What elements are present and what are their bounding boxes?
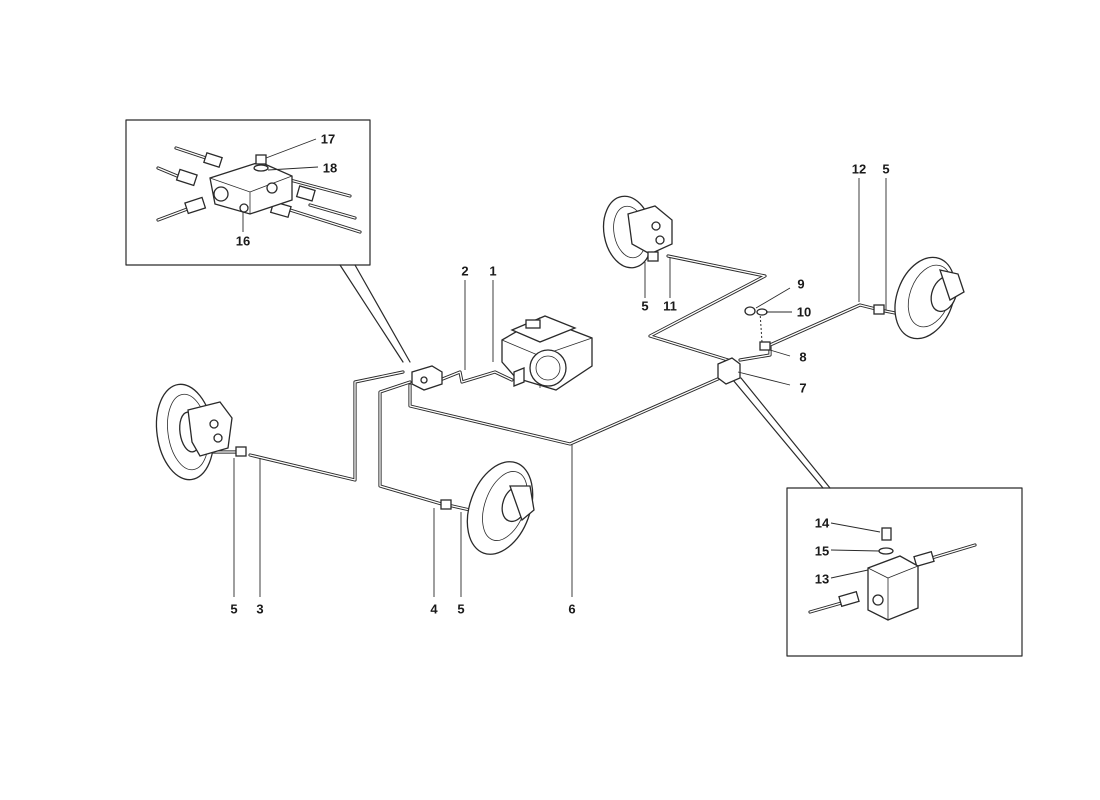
inset-valve bbox=[732, 377, 1023, 657]
inset-distributor bbox=[125, 119, 411, 363]
rear-junction bbox=[717, 306, 771, 385]
callout-5-front-right: 5 bbox=[457, 601, 465, 617]
master-cylinder bbox=[464, 280, 593, 391]
callout-12: 12 bbox=[851, 161, 867, 177]
callout-4: 4 bbox=[430, 601, 438, 617]
disc-rear-left bbox=[602, 195, 673, 269]
distributor-block bbox=[411, 365, 443, 391]
callout-3: 3 bbox=[256, 601, 264, 617]
leader-lines bbox=[233, 178, 887, 597]
callout-5-rear-right: 5 bbox=[882, 161, 890, 177]
callout-16: 16 bbox=[235, 233, 251, 249]
hose-fittings bbox=[235, 251, 885, 510]
callout-14: 14 bbox=[814, 515, 830, 531]
callout-13: 13 bbox=[814, 571, 830, 587]
callout-2: 2 bbox=[461, 263, 469, 279]
callout-6: 6 bbox=[568, 601, 576, 617]
callout-18: 18 bbox=[322, 160, 338, 176]
brake-lines bbox=[198, 254, 907, 512]
callout-7: 7 bbox=[799, 380, 807, 396]
callout-1: 1 bbox=[489, 263, 497, 279]
callout-8: 8 bbox=[799, 349, 807, 365]
callout-10: 10 bbox=[796, 304, 812, 320]
callout-5-rear-left: 5 bbox=[641, 298, 649, 314]
disc-front-right bbox=[466, 461, 535, 555]
callout-9: 9 bbox=[797, 276, 805, 292]
disc-rear-right bbox=[894, 256, 965, 340]
callout-17: 17 bbox=[320, 131, 336, 147]
callout-5-front-left: 5 bbox=[230, 601, 238, 617]
callout-15: 15 bbox=[814, 543, 830, 559]
disc-front-left bbox=[155, 383, 233, 481]
callout-11: 11 bbox=[663, 298, 677, 314]
